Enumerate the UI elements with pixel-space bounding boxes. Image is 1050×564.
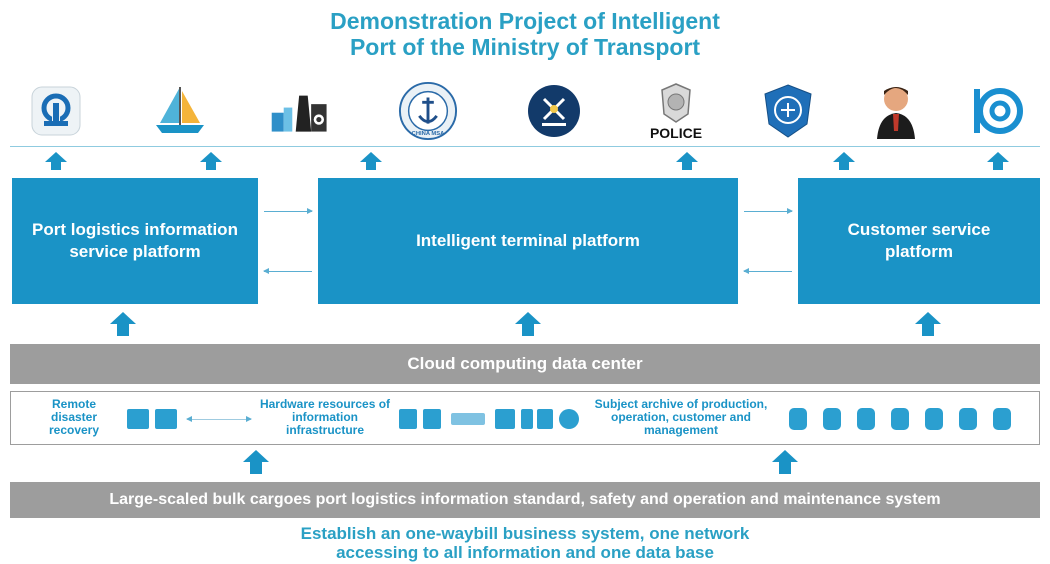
database-icon: [789, 408, 807, 430]
server-icon: [423, 409, 441, 429]
up-arrow: [772, 450, 798, 474]
inspection-emblem-icon: [758, 80, 818, 142]
right-arrow: [744, 208, 793, 214]
factory-icon: [270, 80, 330, 142]
subject-archive-label: Subject archive of production, operation…: [594, 397, 768, 437]
network-icon: [451, 413, 485, 425]
up-arrow: [915, 312, 941, 336]
standards-system-label: Large-scaled bulk cargoes port logistics…: [109, 491, 941, 508]
database-icon: [823, 408, 841, 430]
up-arrow: [833, 152, 855, 170]
up-arrow: [676, 152, 698, 170]
sailboat-icon: [150, 80, 210, 142]
standards-system-bar: Large-scaled bulk cargoes port logistics…: [10, 482, 1040, 518]
port-logistics-platform-box: Port logistics information service platf…: [12, 178, 258, 304]
footer-line2: accessing to all information and one dat…: [336, 543, 714, 562]
left-arrow: [743, 268, 792, 274]
cloud-data-center-bar: Cloud computing data center: [10, 344, 1040, 384]
database-icon: [925, 408, 943, 430]
database-icon: [857, 408, 875, 430]
intelligent-terminal-platform-box: Intelligent terminal platform: [318, 178, 738, 304]
msa-text: CHINA MSA: [412, 131, 445, 137]
intelligent-terminal-platform-label: Intelligent terminal platform: [416, 231, 640, 250]
server-icon: [155, 409, 177, 429]
hardware-resources-label: Hardware resources of information infras…: [259, 397, 391, 437]
railway-logo-icon: [26, 80, 86, 142]
building-icon: [399, 409, 417, 429]
document-icon: [537, 409, 553, 429]
up-arrow: [200, 152, 222, 170]
cloud-data-center-label: Cloud computing data center: [407, 354, 643, 373]
computer-icon: [495, 409, 515, 429]
left-arrow: [263, 268, 312, 274]
database-icon: [891, 408, 909, 430]
customs-emblem-icon: [524, 80, 584, 142]
person-icon: [866, 80, 926, 142]
database-icon: [993, 408, 1011, 430]
up-arrow: [515, 312, 541, 336]
database-icon: [959, 408, 977, 430]
china-msa-emblem-icon: CHINA MSA: [398, 80, 458, 142]
police-text: POLICE: [650, 125, 702, 141]
up-arrow: [110, 312, 136, 336]
up-arrow: [45, 152, 67, 170]
diagram-title-line2: Port of the Ministry of Transport: [349, 34, 701, 60]
right-arrow: [264, 208, 313, 214]
up-arrow: [360, 152, 382, 170]
customer-service-platform-label: Customer service platform: [847, 220, 991, 261]
globe-icon: [559, 409, 579, 429]
diagram-title-line1: Demonstration Project of Intelligent: [330, 8, 720, 34]
footer-line1: Establish an one-waybill business system…: [300, 524, 750, 543]
server-icon: [127, 409, 149, 429]
port-logistics-platform-label: Port logistics information service platf…: [32, 220, 238, 261]
police-emblem-icon: POLICE: [642, 80, 710, 142]
storage-icon: [521, 409, 533, 429]
customer-service-platform-box: Customer service platform: [798, 178, 1040, 304]
remote-disaster-recovery-label: Remote disaster recovery: [48, 397, 100, 437]
port-logo-icon: [966, 80, 1026, 142]
bidirectional-arrow: [186, 416, 252, 422]
icon-row-divider: [10, 146, 1040, 147]
up-arrow: [987, 152, 1009, 170]
infrastructure-panel: Remote disaster recovery Hardware resour…: [10, 391, 1040, 445]
up-arrow: [243, 450, 269, 474]
